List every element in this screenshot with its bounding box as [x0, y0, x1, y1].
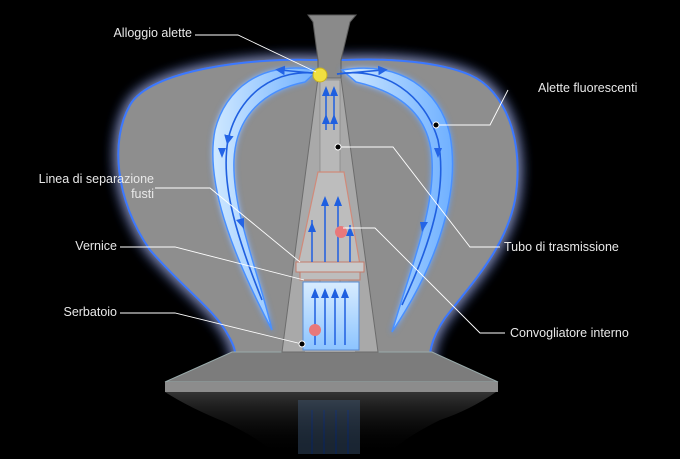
leader-endpoints — [298, 121, 440, 348]
label-convogliatore-interno: Convogliatore interno — [510, 326, 629, 340]
label-alloggio-alette: Alloggio alette — [113, 26, 192, 40]
fin-flow-arrowheads — [218, 148, 442, 232]
label-alette-fluorescenti: Alette fluorescenti — [538, 81, 638, 95]
fin-housing-dot — [312, 67, 328, 83]
fin-flow-lines — [224, 65, 442, 306]
label-linea-line1: Linea di separazione — [38, 172, 154, 186]
vase-base-foot — [165, 382, 498, 392]
floor-reflection — [165, 392, 496, 454]
reflection-tank — [298, 400, 360, 454]
leader-lines — [120, 34, 509, 345]
fin-left — [212, 67, 320, 331]
label-serbatoio: Serbatoio — [63, 305, 117, 319]
tube-flow-arrowheads — [308, 86, 354, 298]
conveyor-dot — [335, 226, 347, 238]
label-vernice: Vernice — [75, 239, 117, 253]
fin-right — [340, 67, 454, 333]
separation-ring — [295, 261, 365, 273]
label-linea-line2: fusti — [131, 187, 154, 201]
label-tubo-trasmissione: Tubo di trasmissione — [504, 240, 619, 254]
label-linea-separazione: Linea di separazione fusti — [4, 172, 154, 202]
tank-dot — [309, 324, 321, 336]
tank — [302, 281, 360, 351]
